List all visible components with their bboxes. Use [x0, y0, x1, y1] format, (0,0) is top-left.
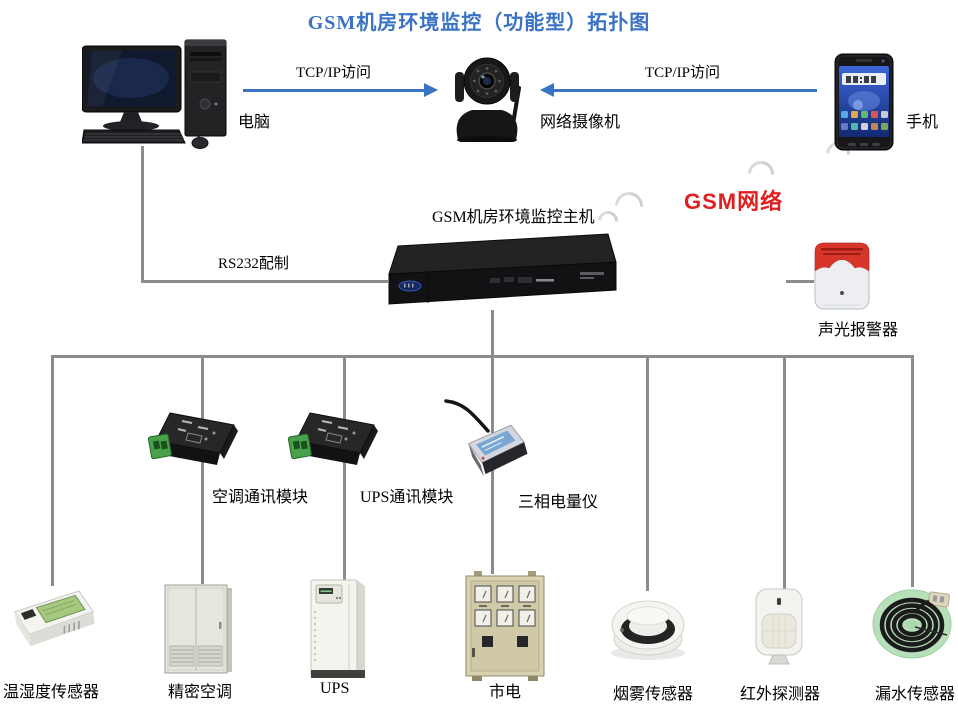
connector-bus [51, 355, 914, 358]
branch-temp-sensor [51, 355, 54, 586]
branch-water [911, 355, 914, 587]
ac-module-icon [147, 407, 240, 480]
connector-pc-down [141, 146, 144, 282]
mains-cabinet-icon [462, 570, 548, 688]
ups-tower-icon [307, 576, 369, 687]
precision-ac-label: 精密空调 [168, 684, 233, 701]
tcpip-left-label: TCP/IP访问 [296, 65, 372, 81]
host-label: GSM机房环境监控主机 [432, 209, 595, 226]
arrowhead-left-icon [540, 83, 554, 97]
infrared-label: 红外探测器 [740, 686, 821, 703]
branch-ac [201, 355, 204, 584]
mains-label: 市电 [489, 684, 522, 701]
branch-pir [783, 355, 786, 589]
branch-smoke [646, 355, 649, 591]
connector-alarm [786, 280, 814, 283]
water-leak-sensor-icon [871, 585, 953, 667]
tcpip-right-label: TCP/IP访问 [645, 65, 721, 81]
power-meter-icon [442, 397, 534, 488]
arrow-pc-to-camera [243, 89, 425, 92]
arrow-phone-to-camera [553, 89, 817, 92]
rs232-label: RS232配制 [218, 256, 289, 272]
precision-ac-icon [162, 582, 236, 681]
ups-module-icon [287, 407, 380, 480]
phone-icon [834, 53, 894, 156]
branch-ups [343, 355, 346, 580]
ups-label: UPS [320, 680, 350, 697]
connector-rs232 [141, 280, 388, 283]
camera-label: 网络摄像机 [540, 114, 621, 131]
ip-camera-icon [446, 54, 530, 147]
power-meter-label: 三相电量仪 [518, 494, 599, 511]
connector-host-down [491, 310, 494, 356]
phone-label: 手机 [906, 114, 939, 131]
ups-module-label: UPS通讯模块 [360, 489, 454, 506]
page-title: GSM机房环境监控（功能型）拓扑图 [307, 12, 651, 34]
alarm-icon [811, 241, 873, 318]
infrared-detector-icon [749, 587, 809, 671]
smoke-detector-icon [607, 589, 689, 667]
ac-module-label: 空调通讯模块 [212, 489, 309, 506]
alarm-label: 声光报警器 [818, 322, 899, 339]
arrowhead-right-icon [424, 83, 438, 97]
computer-icon [81, 38, 240, 155]
water-leak-label: 漏水传感器 [875, 686, 956, 703]
gsm-network-label: GSM网络 [684, 189, 784, 214]
temp-humidity-sensor-icon [6, 586, 98, 663]
pc-label: 电脑 [238, 114, 271, 131]
smoke-sensor-label: 烟雾传感器 [613, 686, 694, 703]
temp-sensor-label: 温湿度传感器 [3, 684, 100, 701]
monitor-host-icon [384, 226, 620, 317]
